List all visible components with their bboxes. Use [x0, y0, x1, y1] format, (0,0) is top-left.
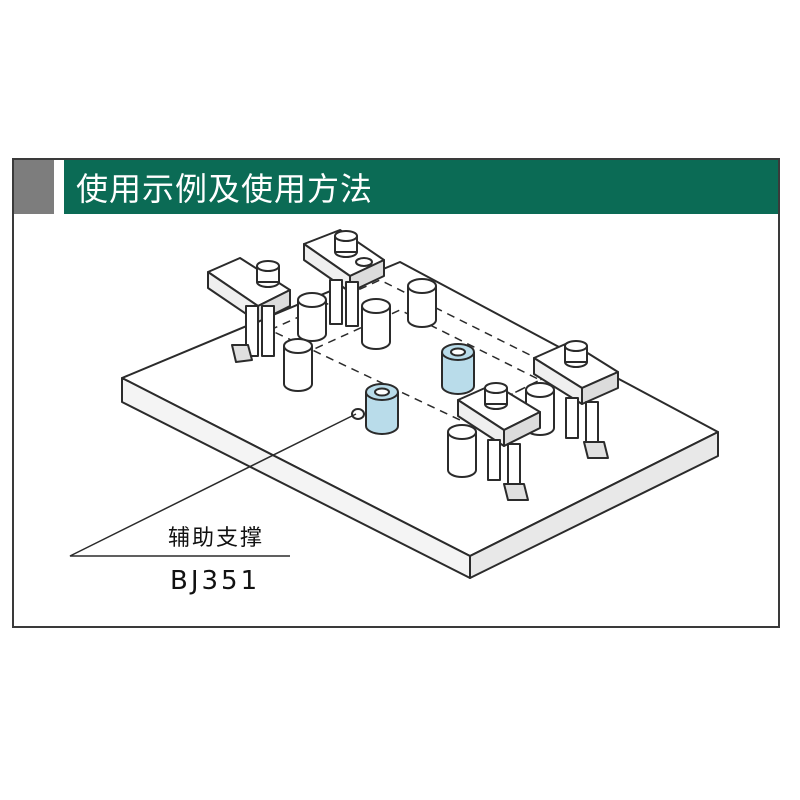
header-accent [14, 160, 54, 214]
fixture-plate-illustration [69, 229, 719, 579]
auxiliary-support-icon [441, 343, 475, 395]
callout-leader [69, 413, 357, 557]
clamp-icon [457, 382, 541, 501]
auxiliary-support-icon [351, 383, 399, 435]
callout-part-name: 辅助支撑 [168, 526, 265, 551]
support-pin-icon [297, 292, 327, 342]
header-divider [54, 160, 64, 214]
support-pin-icon [447, 424, 477, 478]
section-header: 使用示例及使用方法 [14, 160, 778, 214]
support-pin-icon [283, 338, 313, 392]
clamp-icon [207, 257, 291, 363]
clamp-icon [533, 340, 619, 459]
callout-part-model: BJ351 [170, 566, 261, 596]
clamp-icon [303, 229, 385, 327]
support-pin-icon [407, 278, 437, 328]
section-title: 使用示例及使用方法 [76, 170, 374, 208]
support-pin-icon [361, 298, 391, 350]
